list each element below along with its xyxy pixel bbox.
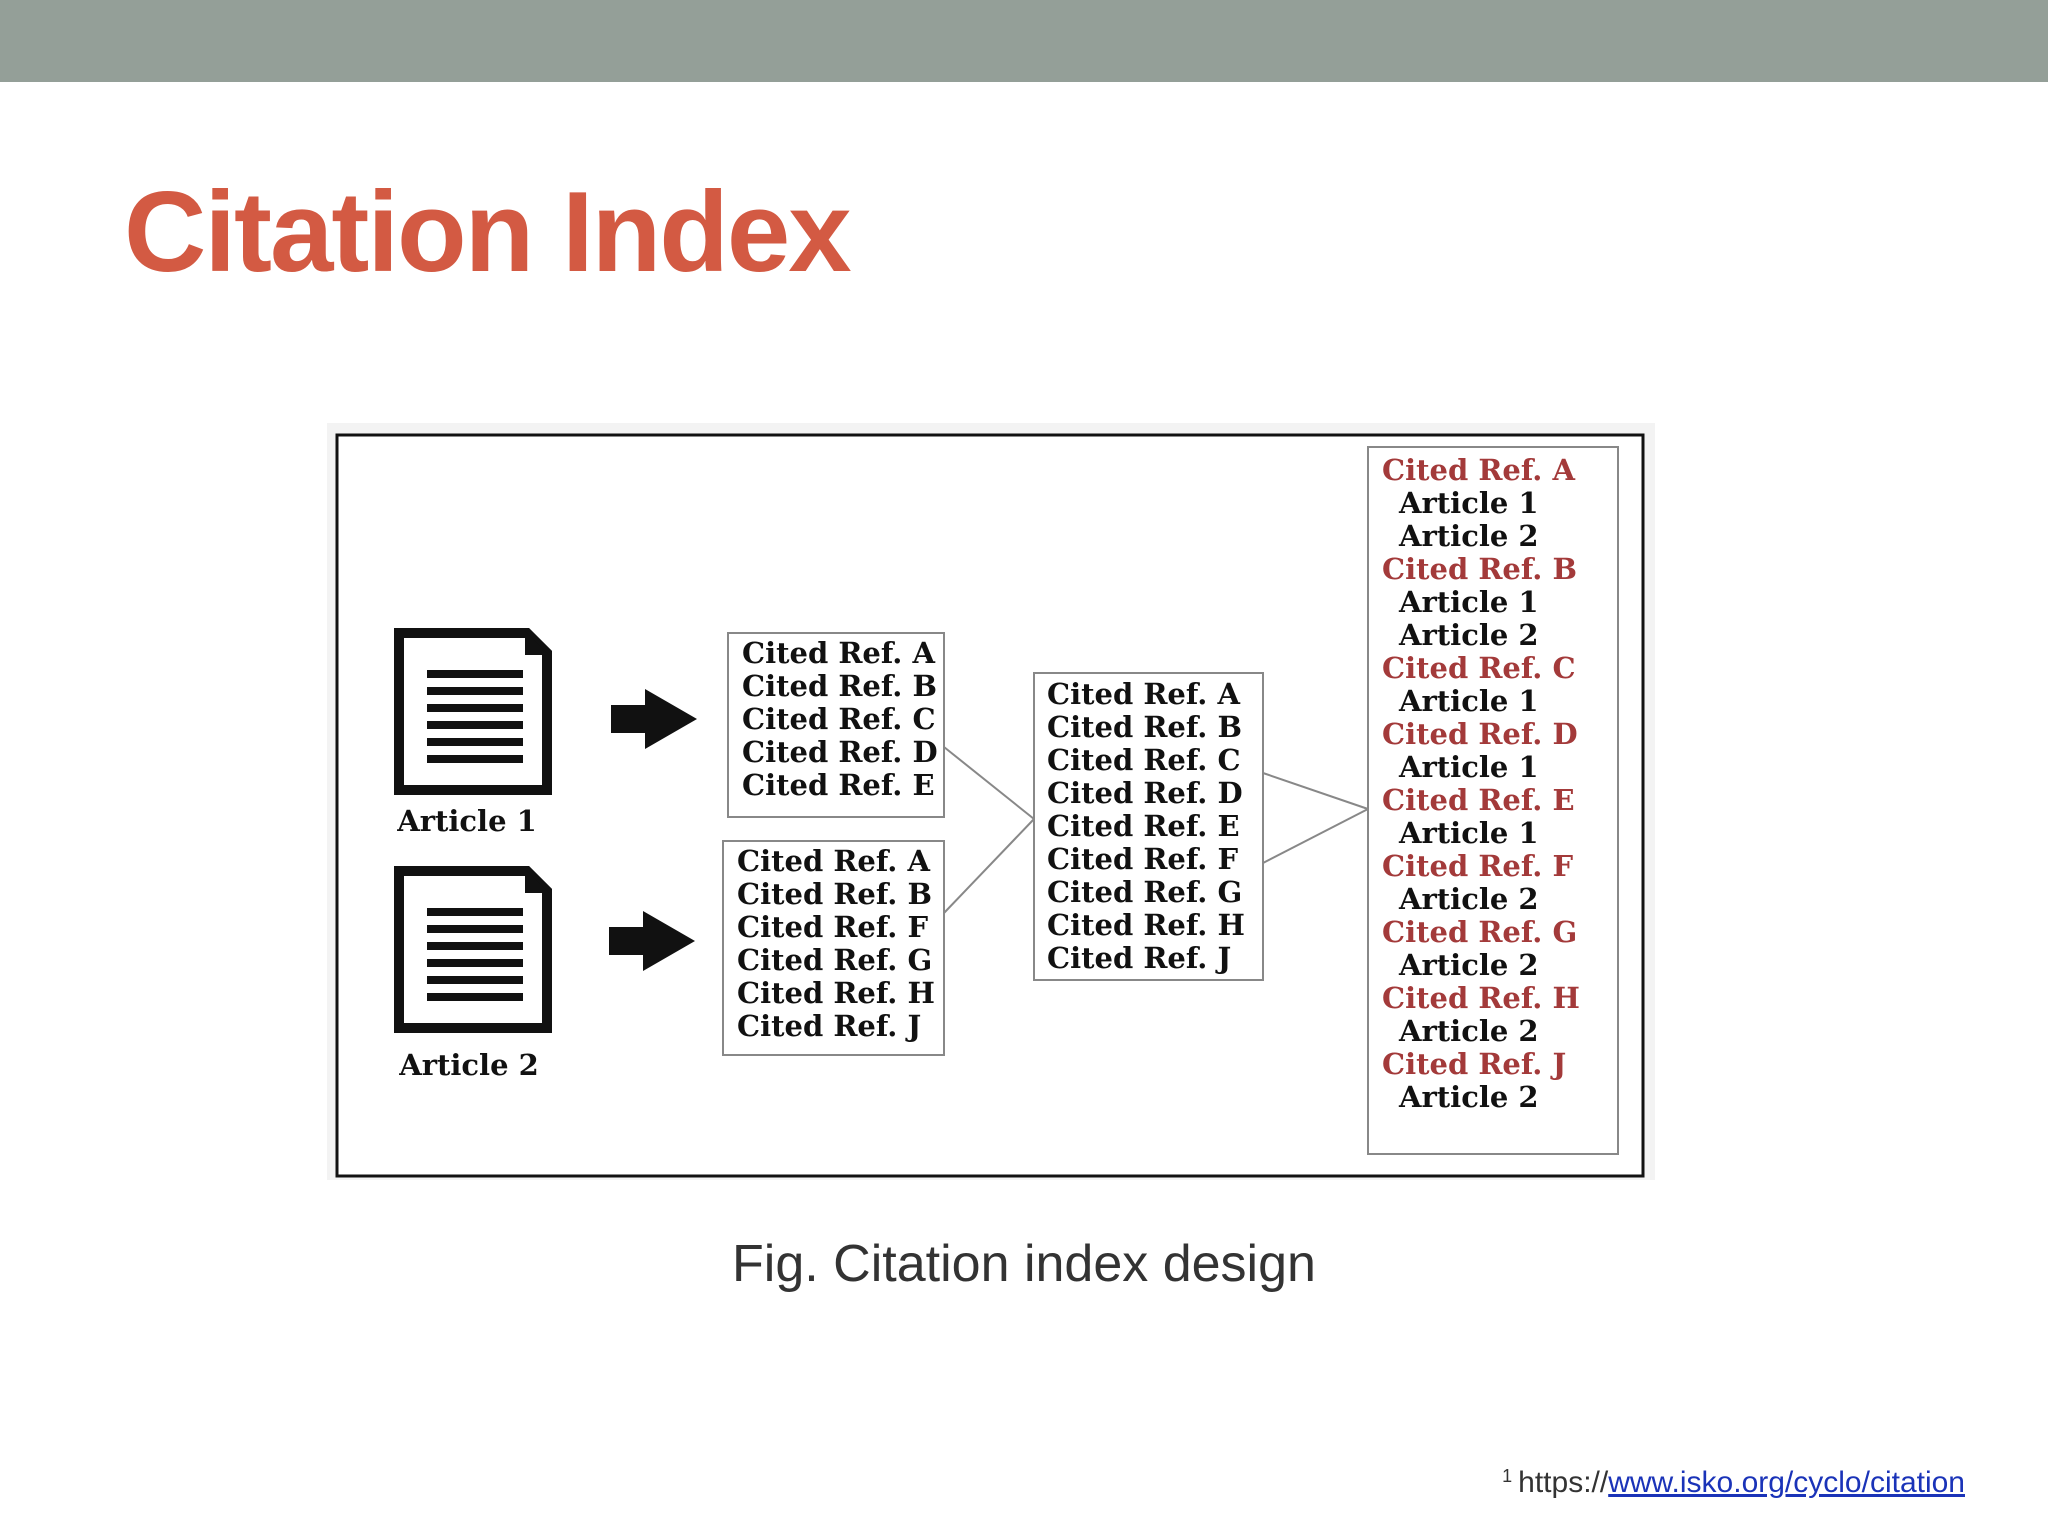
index-article: Article 1 [1398, 816, 1539, 850]
index-article: Article 2 [1398, 1080, 1539, 1114]
cited-ref-item: Cited Ref. G [737, 943, 932, 977]
slide-title: Citation Index [124, 169, 852, 296]
cited-ref-item: Cited Ref. G [1047, 875, 1242, 909]
merged-refs-box [1033, 672, 1264, 981]
index-cited-ref: Cited Ref. J [1382, 1047, 1566, 1081]
cited-ref-item: Cited Ref. J [1047, 941, 1231, 975]
cited-ref-item: Cited Ref. C [1047, 743, 1241, 777]
arrow-right-icon [611, 689, 697, 749]
index-cited-ref: Cited Ref. C [1382, 651, 1576, 685]
document-icon [394, 866, 552, 1033]
index-cited-ref: Cited Ref. F [1382, 849, 1574, 883]
index-article: Article 2 [1398, 519, 1539, 553]
cited-ref-item: Cited Ref. B [737, 877, 932, 911]
cited-ref-item: Cited Ref. F [1047, 842, 1239, 876]
connector-line [943, 746, 1035, 820]
cited-ref-item: Cited Ref. B [1047, 710, 1242, 744]
document-icon [394, 628, 552, 795]
cited-ref-item: Cited Ref. A [1047, 677, 1241, 711]
article-1-label: Article 1 [396, 804, 537, 838]
index-article: Article 1 [1398, 750, 1539, 784]
footnote-link[interactable]: www.isko.org/cyclo/citation [1608, 1466, 1965, 1499]
cited-ref-item: Cited Ref. D [1047, 776, 1243, 810]
index-article: Article 2 [1398, 882, 1539, 916]
citation-index-box [1367, 446, 1619, 1155]
cited-ref-item: Cited Ref. D [742, 735, 938, 769]
cited-ref-item: Cited Ref. E [1047, 809, 1240, 843]
cited-ref-item: Cited Ref. A [737, 844, 931, 878]
index-article: Article 1 [1398, 684, 1539, 718]
connector-line [1262, 772, 1369, 810]
index-cited-ref: Cited Ref. B [1382, 552, 1577, 586]
index-cited-ref: Cited Ref. E [1382, 783, 1575, 817]
article-2-label: Article 2 [398, 1048, 539, 1082]
connector-line [943, 818, 1035, 914]
footnote-prefix: https:// [1518, 1466, 1609, 1499]
article-2-refs-box [722, 840, 945, 1056]
index-article: Article 1 [1398, 486, 1539, 520]
index-cited-ref: Cited Ref. H [1382, 981, 1580, 1015]
index-article: Article 2 [1398, 618, 1539, 652]
cited-ref-item: Cited Ref. H [737, 976, 935, 1010]
footnote-marker: 1 [1502, 1466, 1513, 1486]
top-bar [0, 0, 2048, 82]
arrow-right-icon [609, 911, 695, 971]
cited-ref-item: Cited Ref. J [737, 1009, 921, 1043]
cited-ref-item: Cited Ref. C [742, 702, 936, 736]
cited-ref-item: Cited Ref. E [742, 768, 935, 802]
index-cited-ref: Cited Ref. G [1382, 915, 1577, 949]
cited-ref-item: Cited Ref. F [737, 910, 929, 944]
article-1-refs-box [727, 632, 945, 818]
index-article: Article 2 [1398, 1014, 1539, 1048]
index-cited-ref: Cited Ref. A [1382, 453, 1576, 487]
cited-ref-item: Cited Ref. A [742, 636, 936, 670]
index-cited-ref: Cited Ref. D [1382, 717, 1578, 751]
connector-line [1262, 808, 1369, 864]
cited-ref-item: Cited Ref. H [1047, 908, 1245, 942]
cited-ref-item: Cited Ref. B [742, 669, 937, 703]
figure-caption: Fig. Citation index design [732, 1235, 1316, 1293]
index-article: Article 1 [1398, 585, 1539, 619]
index-article: Article 2 [1398, 948, 1539, 982]
